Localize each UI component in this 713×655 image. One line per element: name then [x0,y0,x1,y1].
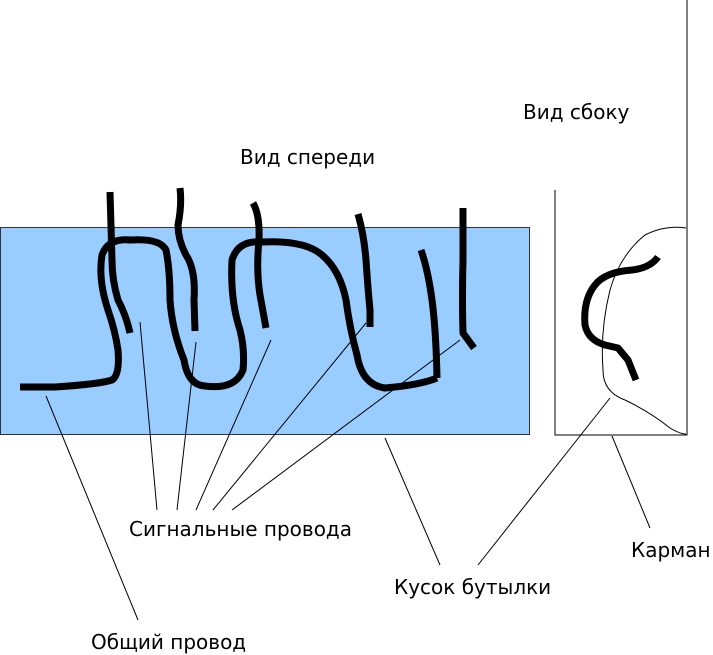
signal-wire-2 [174,187,199,332]
pocket-outline [601,226,687,435]
side-wire [581,254,661,382]
bottle-piece-label: Кусок бутылки [394,575,552,599]
leader-lines [45,321,651,621]
signal-wire-6 [459,208,477,351]
common-wire-label: Общий провод [91,630,247,654]
side-view-label: Вид сбоку [523,100,630,124]
signal-wire-1 [106,191,134,334]
common-wire [20,236,439,392]
front-view-label: Вид спереди [240,145,376,169]
signal-wires-label: Сигнальные провода [129,517,353,541]
signal-wire-3 [249,201,270,329]
side-view [554,0,688,436]
pocket-label: Карман [631,538,711,562]
bottle-piece-front [0,227,530,435]
front-wires [20,187,477,392]
signal-wire-4 [354,213,374,327]
signal-wire-5 [417,248,441,379]
